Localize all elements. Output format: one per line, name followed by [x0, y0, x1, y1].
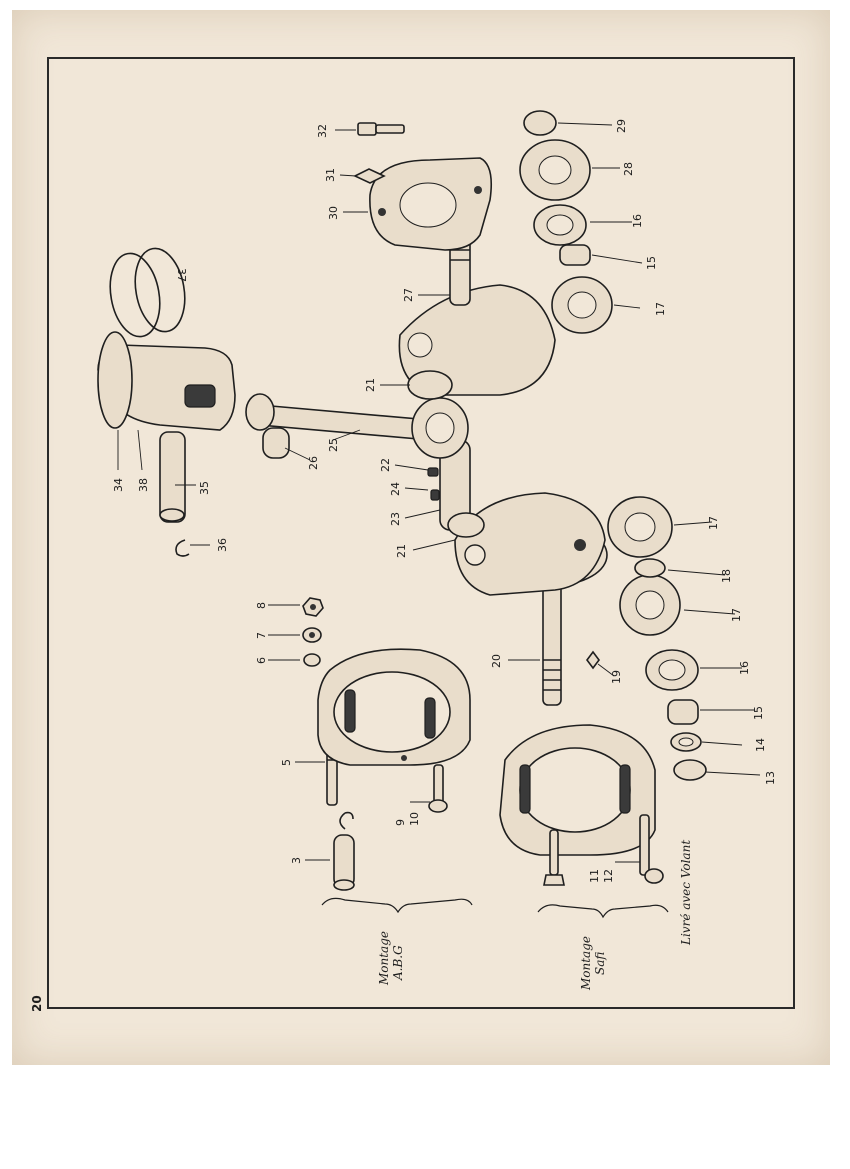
label-17a: 17 — [730, 608, 743, 622]
group-safi-label: Montage Safi — [537, 904, 669, 991]
abg-line2: A.B.G — [391, 945, 405, 981]
label-6: 6 — [255, 657, 268, 664]
bearing-stack-lower — [607, 496, 707, 781]
label-14: 14 — [754, 738, 767, 752]
label-30: 30 — [327, 206, 340, 220]
label-21a: 21 — [395, 544, 408, 558]
abg-base-plate — [317, 648, 471, 766]
label-18: 18 — [720, 569, 733, 583]
label-28: 28 — [622, 162, 635, 176]
crank-half-left — [454, 492, 608, 706]
label-8: 8 — [255, 602, 268, 609]
label-22: 22 — [379, 458, 392, 472]
crank-pin-assembly — [427, 439, 485, 538]
safi-line1: Montage — [579, 936, 593, 991]
label-16a: 16 — [738, 661, 751, 675]
label-16b: 16 — [631, 214, 644, 228]
label-27: 27 — [402, 288, 415, 302]
pin-part-3 — [333, 811, 355, 891]
label-36: 36 — [216, 538, 229, 552]
abg-line1: Montage — [377, 931, 391, 986]
bracket-part-30 — [369, 157, 493, 251]
label-9: 9 — [394, 819, 407, 826]
label-3: 3 — [290, 857, 303, 864]
part-labels: 3 5 6 7 8 9 10 11 12 13 14 15 16 17 18 1… — [112, 119, 777, 883]
label-35: 35 — [198, 481, 211, 495]
circlip-part-36 — [175, 539, 190, 557]
label-24: 24 — [389, 482, 402, 496]
diagram-frame — [47, 57, 795, 1009]
safi-line2: Safi — [593, 952, 607, 975]
washers-6-7-8 — [302, 597, 324, 667]
label-11: 11 — [588, 869, 601, 883]
piston-pin-part-35 — [159, 431, 186, 523]
key-part-19 — [586, 650, 600, 670]
label-7: 7 — [255, 632, 268, 639]
bolt-part-32 — [357, 122, 405, 136]
connecting-rod — [245, 393, 469, 459]
group-abg-label: Montage A.B.G — [321, 897, 473, 986]
piston-rings-part-37 — [109, 247, 186, 338]
piston-part-34 — [97, 331, 236, 431]
volant-note: Livré avec Volant — [679, 840, 693, 946]
page-number: 20 — [30, 995, 44, 1012]
label-21b: 21 — [364, 378, 377, 392]
label-23: 23 — [389, 512, 402, 526]
bearing-stack-upper — [519, 110, 613, 334]
label-26: 26 — [307, 456, 320, 470]
label-20: 20 — [490, 654, 503, 668]
label-25: 25 — [327, 438, 340, 452]
label-15a: 15 — [752, 706, 765, 720]
label-10: 10 — [408, 812, 421, 826]
label-38: 38 — [137, 478, 150, 492]
label-17b: 17 — [707, 516, 720, 530]
label-34: 34 — [112, 478, 125, 492]
label-12: 12 — [602, 869, 615, 883]
abg-brace — [321, 897, 473, 914]
label-19: 19 — [610, 670, 623, 684]
label-17c: 17 — [654, 302, 667, 316]
label-13: 13 — [764, 771, 777, 785]
safi-base-plate — [499, 724, 656, 856]
screw-part-9-10 — [428, 764, 448, 813]
label-29: 29 — [615, 119, 628, 133]
safi-brace — [537, 904, 669, 919]
label-5: 5 — [280, 759, 293, 766]
screws-part-11-12 — [543, 814, 664, 886]
label-32: 32 — [316, 124, 329, 138]
washer-part-31 — [353, 168, 386, 184]
label-37: 37 — [175, 268, 188, 282]
label-15b: 15 — [645, 256, 658, 270]
label-31: 31 — [324, 168, 337, 182]
leader-lines — [117, 122, 761, 863]
